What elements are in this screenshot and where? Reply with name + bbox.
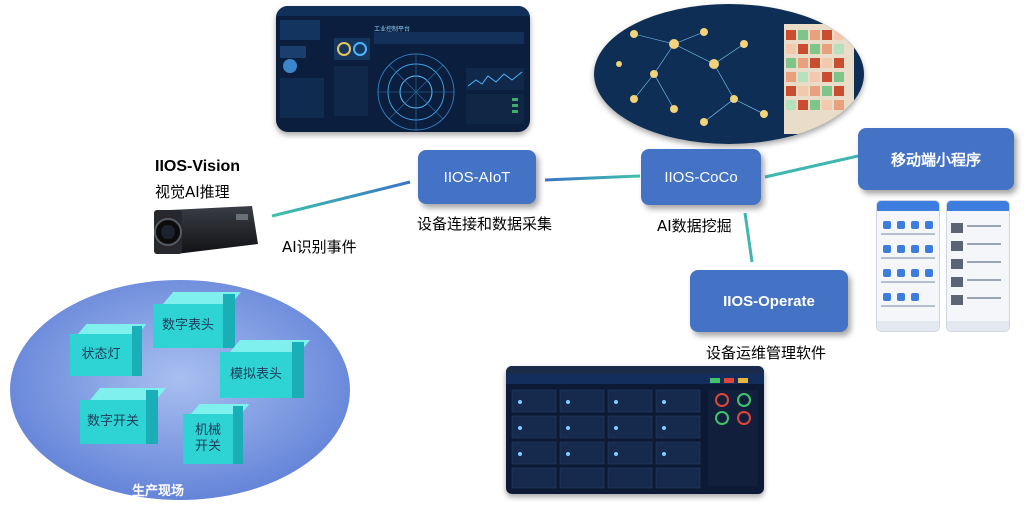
- phone-1-grid: [877, 221, 939, 331]
- connector-aiot-coco: [544, 174, 641, 182]
- phone-2-list: [947, 223, 1009, 331]
- aiot-dashboard-screenshot: 工业控制平台: [276, 6, 530, 132]
- node-mobile-miniprogram[interactable]: 移动端小程序: [858, 128, 1014, 190]
- vision-title: IIOS-Vision: [155, 158, 241, 175]
- device-cube-status-light: 状态灯: [70, 324, 147, 376]
- node-iios-operate[interactable]: IIOS-Operate: [690, 270, 848, 332]
- node-iios-coco-label: IIOS-CoCo: [664, 168, 738, 186]
- device-cube-mechanical-switch: 机械 开关: [183, 404, 250, 464]
- device-label-mechanical-switch: 机械 开关: [194, 422, 221, 454]
- device-label-digital-switch: 数字开关: [86, 413, 139, 429]
- camera-icon: [154, 206, 258, 254]
- operate-dashboard-graphics: [511, 378, 758, 489]
- node-iios-coco[interactable]: IIOS-CoCo: [641, 149, 761, 205]
- device-label-analog-meter: 模拟表头: [229, 366, 282, 382]
- phone-screenshot-2: [946, 200, 1010, 332]
- dashboard-header-bar: [276, 6, 530, 16]
- operate-caption: 设备运维管理软件: [706, 344, 827, 362]
- aiot-caption: 设备连接和数据采集: [417, 215, 553, 233]
- phone-screenshot-1: [876, 200, 940, 332]
- coco-caption: AI数据挖掘: [657, 217, 732, 235]
- operate-dashboard-screenshot: [506, 366, 764, 494]
- connector-coco-mobile: [764, 154, 859, 179]
- device-label-digital-meter: 数字表头: [161, 317, 214, 333]
- industrial-camera: [152, 204, 260, 256]
- device-cube-analog-meter: 模拟表头: [220, 340, 311, 398]
- connector-vision-aiot: [271, 180, 411, 218]
- node-mobile-label: 移动端小程序: [890, 151, 981, 169]
- production-site-title: 生产现场: [132, 484, 185, 499]
- edge-label-ai-event: AI识别事件: [282, 238, 357, 256]
- dashboard-graphics: [280, 20, 524, 131]
- node-iios-aiot-label: IIOS-AIoT: [443, 168, 511, 186]
- node-iios-operate-label: IIOS-Operate: [723, 292, 815, 310]
- coco-graph-screenshot: [594, 4, 864, 144]
- device-label-status-light: 状态灯: [81, 346, 121, 362]
- vision-subtitle: 视觉AI推理: [155, 183, 230, 201]
- node-iios-aiot[interactable]: IIOS-AIoT: [418, 150, 536, 204]
- device-cube-digital-switch: 数字开关: [80, 388, 167, 444]
- coco-graph-graphics: [616, 24, 854, 134]
- dashboard-title: 工业控制平台: [374, 26, 411, 33]
- connector-coco-operate: [743, 212, 754, 263]
- device-cube-digital-meter: 数字表头: [153, 292, 242, 348]
